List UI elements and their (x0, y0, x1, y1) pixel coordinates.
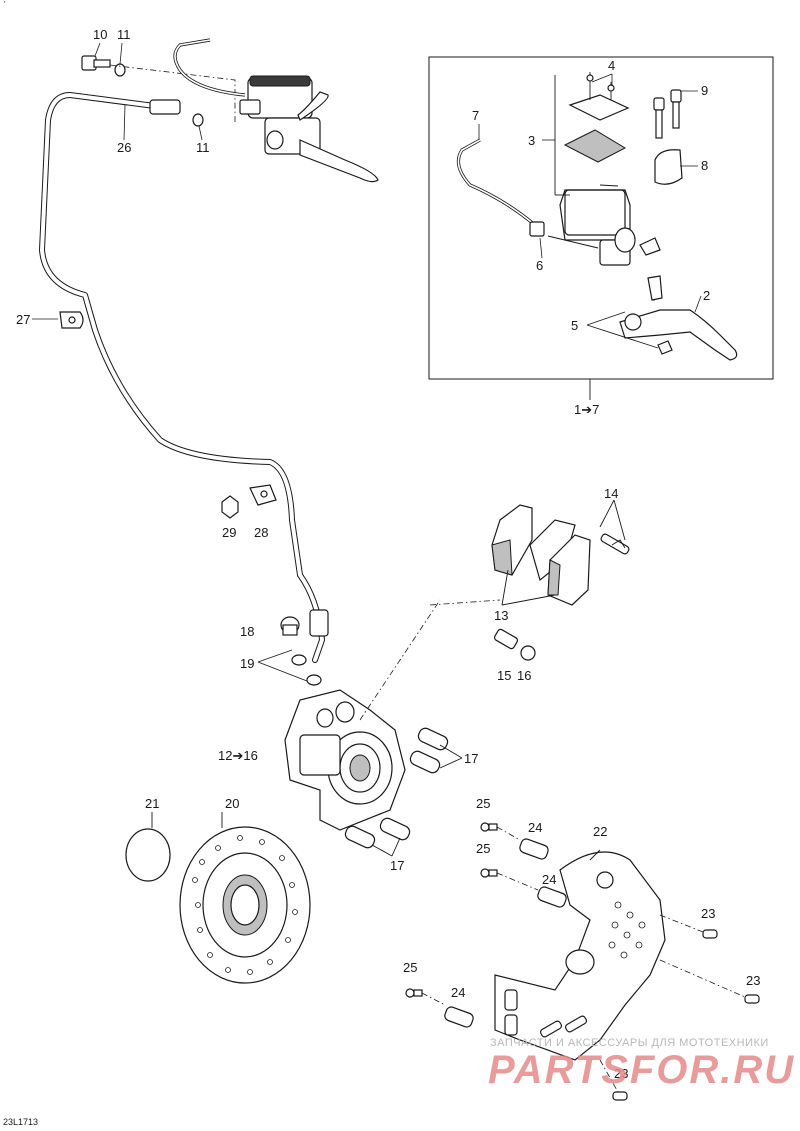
banjo-bolt-top (81, 55, 236, 127)
callout-2: 2 (703, 288, 710, 303)
detail-master-cylinder (456, 72, 663, 301)
callout-leaders (32, 42, 702, 320)
diagram-reference-code: 23L1713 (3, 1117, 39, 1127)
callout-23: 23 (746, 973, 760, 988)
callout-6: 6 (536, 258, 543, 273)
callout-17: 17 (390, 858, 404, 873)
callout-24: 24 (528, 820, 542, 835)
brake-disc (179, 812, 311, 984)
callout-25: 25 (476, 796, 490, 811)
callout-26: 26 (117, 140, 131, 155)
callout-5: 5 (571, 318, 578, 333)
callout-23: 23 (614, 1066, 628, 1081)
brake-caliper (284, 689, 406, 831)
nut-and-clip (221, 484, 277, 519)
detail-lever (586, 299, 738, 361)
callout-22: 22 (593, 824, 607, 839)
callout-3: 3 (528, 133, 535, 148)
callout-11: 11 (196, 140, 210, 155)
caliper-banjo-bolt (257, 616, 322, 686)
callout-24: 24 (542, 872, 556, 887)
callout-10: 10 (93, 27, 107, 42)
callout-29: 29 (222, 525, 236, 540)
callout-15: 15 (497, 668, 511, 683)
hose-clip-27 (59, 311, 84, 329)
guard-fasteners (405, 822, 760, 1101)
callout-7: 7 (472, 108, 479, 123)
callout-23: 23 (701, 906, 715, 921)
callout-17: 17 (464, 751, 478, 766)
watermark-tagline: ЗАПЧАСТИ И АКСЕССУАРЫ ДЛЯ МОТОТЕХНИКИ (490, 1037, 769, 1049)
callout-12-to-16: 12➔16 (218, 748, 258, 763)
callout-25: 25 (403, 960, 417, 975)
callout-28: 28 (254, 525, 268, 540)
caliper-bolts-17 (344, 727, 463, 857)
brake-hose (39, 92, 329, 663)
callout-20: 20 (225, 796, 239, 811)
callout-1-to-7: 1➔7 (574, 402, 599, 417)
callout-16: 16 (517, 668, 531, 683)
callout-24: 24 (451, 985, 465, 1000)
detail-clamp-bolts (653, 89, 683, 185)
bleeder-valve (493, 628, 536, 661)
callout-18: 18 (240, 624, 254, 639)
callout-27: 27 (16, 312, 30, 327)
callout-labels: 10 11 11 26 27 4 9 3 7 8 6 2 5 1➔7 14 29… (16, 27, 760, 1081)
callout-9: 9 (701, 83, 708, 98)
detail-box (428, 56, 774, 380)
brake-pads (491, 499, 630, 606)
callout-11: 11 (117, 27, 131, 42)
callout-21: 21 (145, 796, 159, 811)
callout-8: 8 (701, 158, 708, 173)
corner-mark: ' (4, 0, 6, 9)
callout-14: 14 (604, 486, 618, 501)
callout-25: 25 (476, 841, 490, 856)
callout-13: 13 (494, 608, 508, 623)
master-cylinder-assembly (173, 38, 379, 183)
callout-4: 4 (608, 58, 615, 73)
callout-19: 19 (240, 656, 254, 671)
watermark-logo: PARTSFOR.RU (488, 1048, 796, 1092)
disc-guard (494, 849, 666, 1061)
o-ring-21 (125, 828, 171, 882)
